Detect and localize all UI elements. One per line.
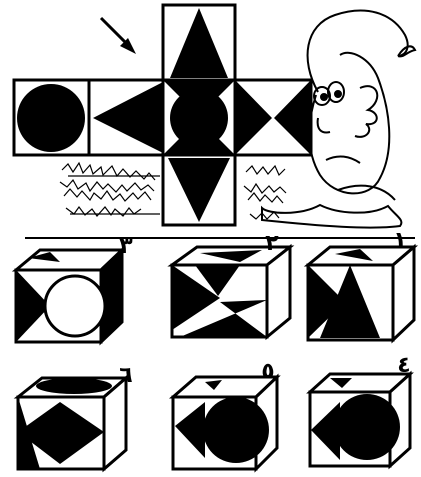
net-square-center <box>163 80 235 155</box>
option-label-3: ٣ <box>119 234 133 259</box>
option-label-2: ٢ <box>265 231 279 256</box>
option-cube-3[interactable]: ٣ <box>16 234 133 342</box>
net-square-bottom <box>163 155 235 225</box>
option-label-1: ١ <box>393 228 406 253</box>
option-label-6: ٦ <box>119 363 132 388</box>
option-cube-1[interactable]: ١ <box>308 228 414 340</box>
net-square-right <box>235 80 311 155</box>
net-square-far-left <box>14 80 89 155</box>
pointer-arrow-icon <box>101 18 136 54</box>
option-cube-6[interactable]: ٦ <box>18 363 133 469</box>
answer-options: ١ ٢ ٣ <box>16 228 414 469</box>
net-square-top <box>163 5 235 80</box>
cube-net <box>14 5 311 225</box>
option-cube-2[interactable]: ٢ <box>172 231 290 337</box>
option-cube-4[interactable]: ٤ <box>310 353 411 466</box>
net-square-left <box>89 80 163 155</box>
option-label-4: ٤ <box>397 353 410 378</box>
option-label-5: ٥ <box>261 359 274 384</box>
option-cube-5[interactable]: ٥ <box>173 359 277 469</box>
